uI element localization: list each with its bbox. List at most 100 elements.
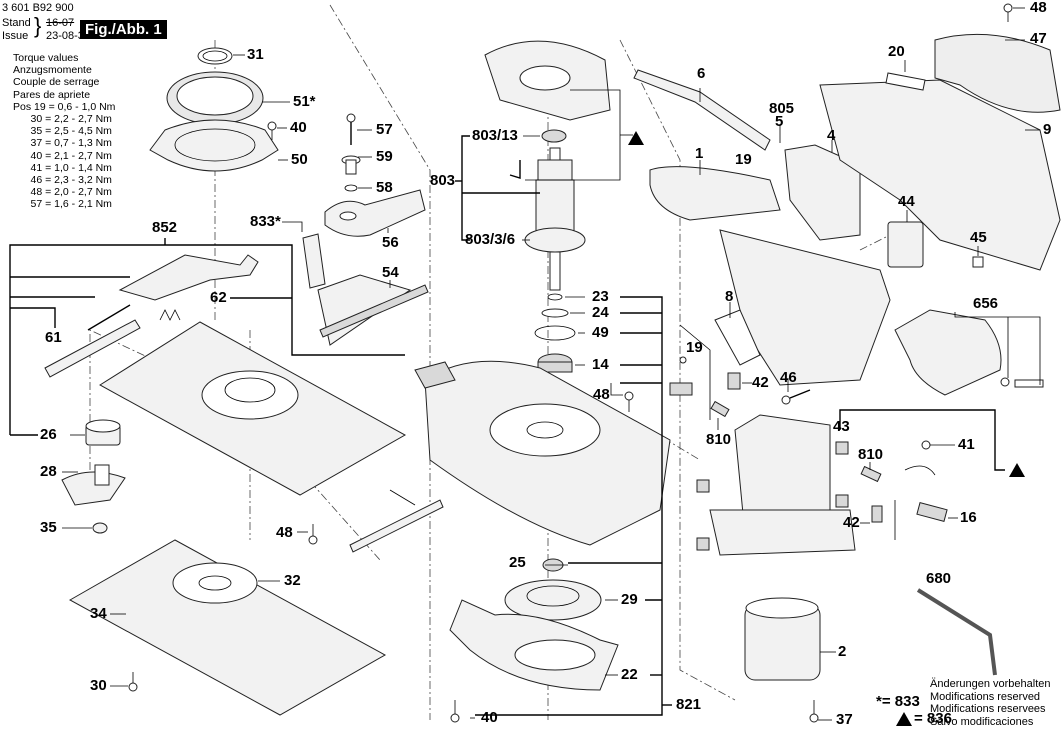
triangle-marker-icon — [628, 131, 644, 145]
part-label-48: 48 — [276, 524, 293, 541]
part-29-fan — [504, 579, 602, 621]
part-label-62: 62 — [210, 289, 227, 306]
part-label-821: 821 — [676, 696, 702, 713]
part-label-2: 2 — [838, 643, 847, 660]
torque-row: 41 = 1,0 - 1,4 Nm — [13, 161, 112, 174]
part-23-clip — [547, 293, 563, 301]
issue-date: 23-08-31 — [46, 30, 91, 42]
part-platen-base — [99, 321, 407, 496]
figure-title: Fig./Abb. 1 — [80, 20, 167, 39]
part-label-35: 35 — [40, 519, 57, 536]
legend-star: *= 833 — [876, 693, 920, 710]
part-label-22: 22 — [621, 666, 638, 683]
modifications-notice: Änderungen vorbehalten Modifications res… — [930, 678, 1050, 728]
torque-row: 37 = 0,7 - 1,3 Nm — [13, 137, 112, 150]
part-1-handle — [649, 166, 891, 386]
part-34-base-plate — [68, 539, 387, 716]
part-833-pad — [302, 233, 326, 289]
torque-row: 30 = 2,2 - 2,7 Nm — [13, 113, 112, 126]
part-label-42a: 42 — [752, 374, 769, 391]
part-label-19a: 19 — [735, 151, 752, 168]
part-16-holder — [916, 501, 948, 523]
part-label-29: 29 — [621, 591, 638, 608]
part-label-45: 45 — [970, 229, 987, 246]
part-label-19b: 19 — [686, 339, 703, 356]
part-label-5: 5 — [775, 113, 784, 130]
part-label-48b: 48 — [593, 386, 610, 403]
part-t-handle — [349, 489, 444, 553]
part-50-housing — [149, 119, 279, 172]
part-656-handle — [894, 309, 1044, 396]
part-2-field — [744, 597, 821, 681]
torque-title-es: Pares de apriete — [13, 88, 91, 101]
part-label-61: 61 — [45, 329, 62, 346]
part-label-37: 37 — [836, 711, 853, 728]
part-40b-screw — [450, 700, 460, 723]
part-6-rod — [633, 69, 771, 151]
part-label-23: 23 — [592, 288, 609, 305]
part-label-20: 20 — [888, 43, 905, 60]
part-gear-housing — [414, 360, 671, 546]
part-20-label — [885, 72, 926, 91]
part-label-51: 51* — [293, 93, 316, 110]
part-852-lever — [118, 254, 259, 301]
part-label-49: 49 — [592, 324, 609, 341]
torque-row: 48 = 2,0 - 2,7 Nm — [13, 186, 112, 199]
leader-lines — [9, 7, 1041, 721]
part-4-switch — [784, 144, 861, 241]
part-label-54: 54 — [382, 264, 399, 281]
triangle-legend-icon — [896, 712, 912, 726]
part-label-14: 14 — [592, 356, 609, 373]
part-41-screw — [921, 440, 931, 450]
part-19b-screw — [679, 356, 687, 364]
part-label-44: 44 — [898, 193, 915, 210]
part-label-26: 26 — [40, 426, 57, 443]
torque-title-fr: Couple de serrage — [13, 76, 100, 89]
torque-title-en: Torque values — [13, 52, 79, 64]
part-30-screw — [128, 672, 138, 692]
part-58-clip — [344, 184, 358, 192]
brace-icon: } — [34, 13, 42, 38]
part-label-42b: 42 — [843, 514, 860, 531]
part-label-28: 28 — [40, 463, 57, 480]
torque-title-de: Anzugsmomente — [13, 64, 92, 77]
torque-row: Pos 19 = 0,6 - 1,0 Nm — [13, 100, 116, 113]
part-label-6: 6 — [697, 65, 706, 82]
part-label-47: 47 — [1030, 30, 1047, 47]
part-label-41: 41 — [958, 436, 975, 453]
part-spring-clip — [509, 160, 521, 179]
part-43-cube — [835, 441, 849, 455]
part-label-803: 803 — [430, 172, 456, 189]
part-14-bearing — [537, 353, 573, 373]
part-26-bearing — [85, 419, 121, 446]
part-label-58: 58 — [376, 179, 393, 196]
part-59-bushing — [341, 155, 361, 175]
part-label-59: 59 — [376, 148, 393, 165]
part-48-screw — [308, 524, 318, 545]
part-label-9: 9 — [1043, 121, 1052, 138]
part-35-nut — [92, 522, 108, 534]
part-810a-brush — [710, 400, 730, 418]
issue-label: Issue — [2, 30, 29, 42]
part-22-fan-cover — [449, 599, 619, 691]
part-label-30: 30 — [90, 677, 107, 694]
part-44-switch — [887, 221, 924, 268]
part-49-ring — [534, 325, 576, 341]
part-40-screw — [267, 121, 277, 140]
part-label-46: 46 — [780, 369, 797, 386]
part-810b-brush — [860, 465, 882, 483]
torque-row: 57 = 1,6 - 2,1 Nm — [13, 198, 112, 211]
part-label-833: 833* — [250, 213, 281, 230]
part-label-4: 4 — [827, 127, 836, 144]
part-48b-screw — [624, 391, 634, 412]
part-54-bracket — [317, 274, 429, 346]
part-cubes — [696, 479, 849, 551]
part-label-852: 852 — [152, 219, 178, 236]
part-label-32: 32 — [284, 572, 301, 589]
torque-row: 46 = 2,3 - 3,2 Nm — [13, 174, 112, 187]
torque-values-table: Torque values Anzugsmomente Couple de se… — [13, 52, 115, 211]
part-label-16: 16 — [960, 509, 977, 526]
part-28-eccentric — [61, 464, 126, 506]
